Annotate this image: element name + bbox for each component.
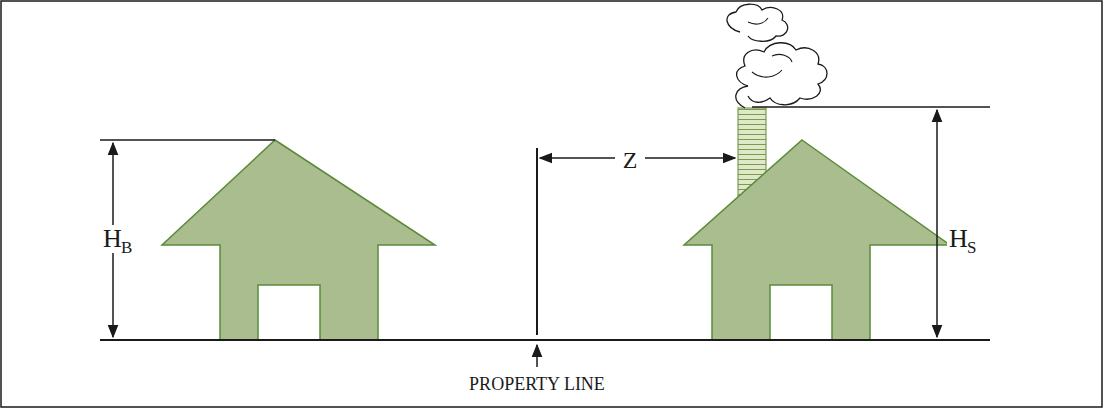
left-house [162, 140, 435, 340]
ground-line [100, 339, 990, 341]
dimension-subscript: B [121, 239, 132, 256]
dimension-letter: H [947, 225, 970, 253]
right-house [684, 108, 950, 340]
dimension-subscript: S [967, 239, 976, 256]
dimension-letter: H [101, 225, 124, 253]
dimension-letter: Z [621, 147, 640, 173]
property-line [536, 148, 538, 335]
height-arrow [936, 110, 938, 337]
smoke-cloud [736, 43, 827, 108]
smoke-puff [727, 4, 788, 41]
property-line-label: PROPERTY LINE [469, 375, 605, 393]
distance-arrow [645, 157, 735, 159]
